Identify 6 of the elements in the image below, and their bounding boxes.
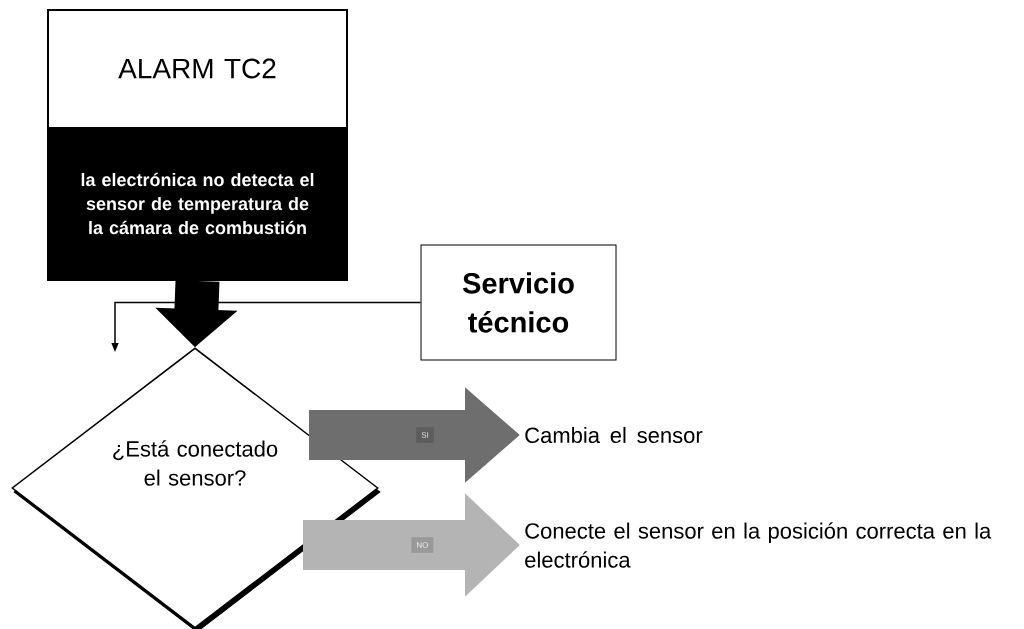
result-text: Conecte el sensor en la posición correcta en la electrónica [525, 522, 992, 568]
result-text: Cambia el sensor [525, 426, 703, 444]
edge-label: SI [416, 427, 434, 443]
process-box: Servicio técnico [420, 244, 617, 361]
edge-label: NO [411, 537, 434, 553]
alarm-box: ALARM TC2 la electrónica no detecta el sensor de temperatura de la cámara de combustión [47, 9, 348, 281]
